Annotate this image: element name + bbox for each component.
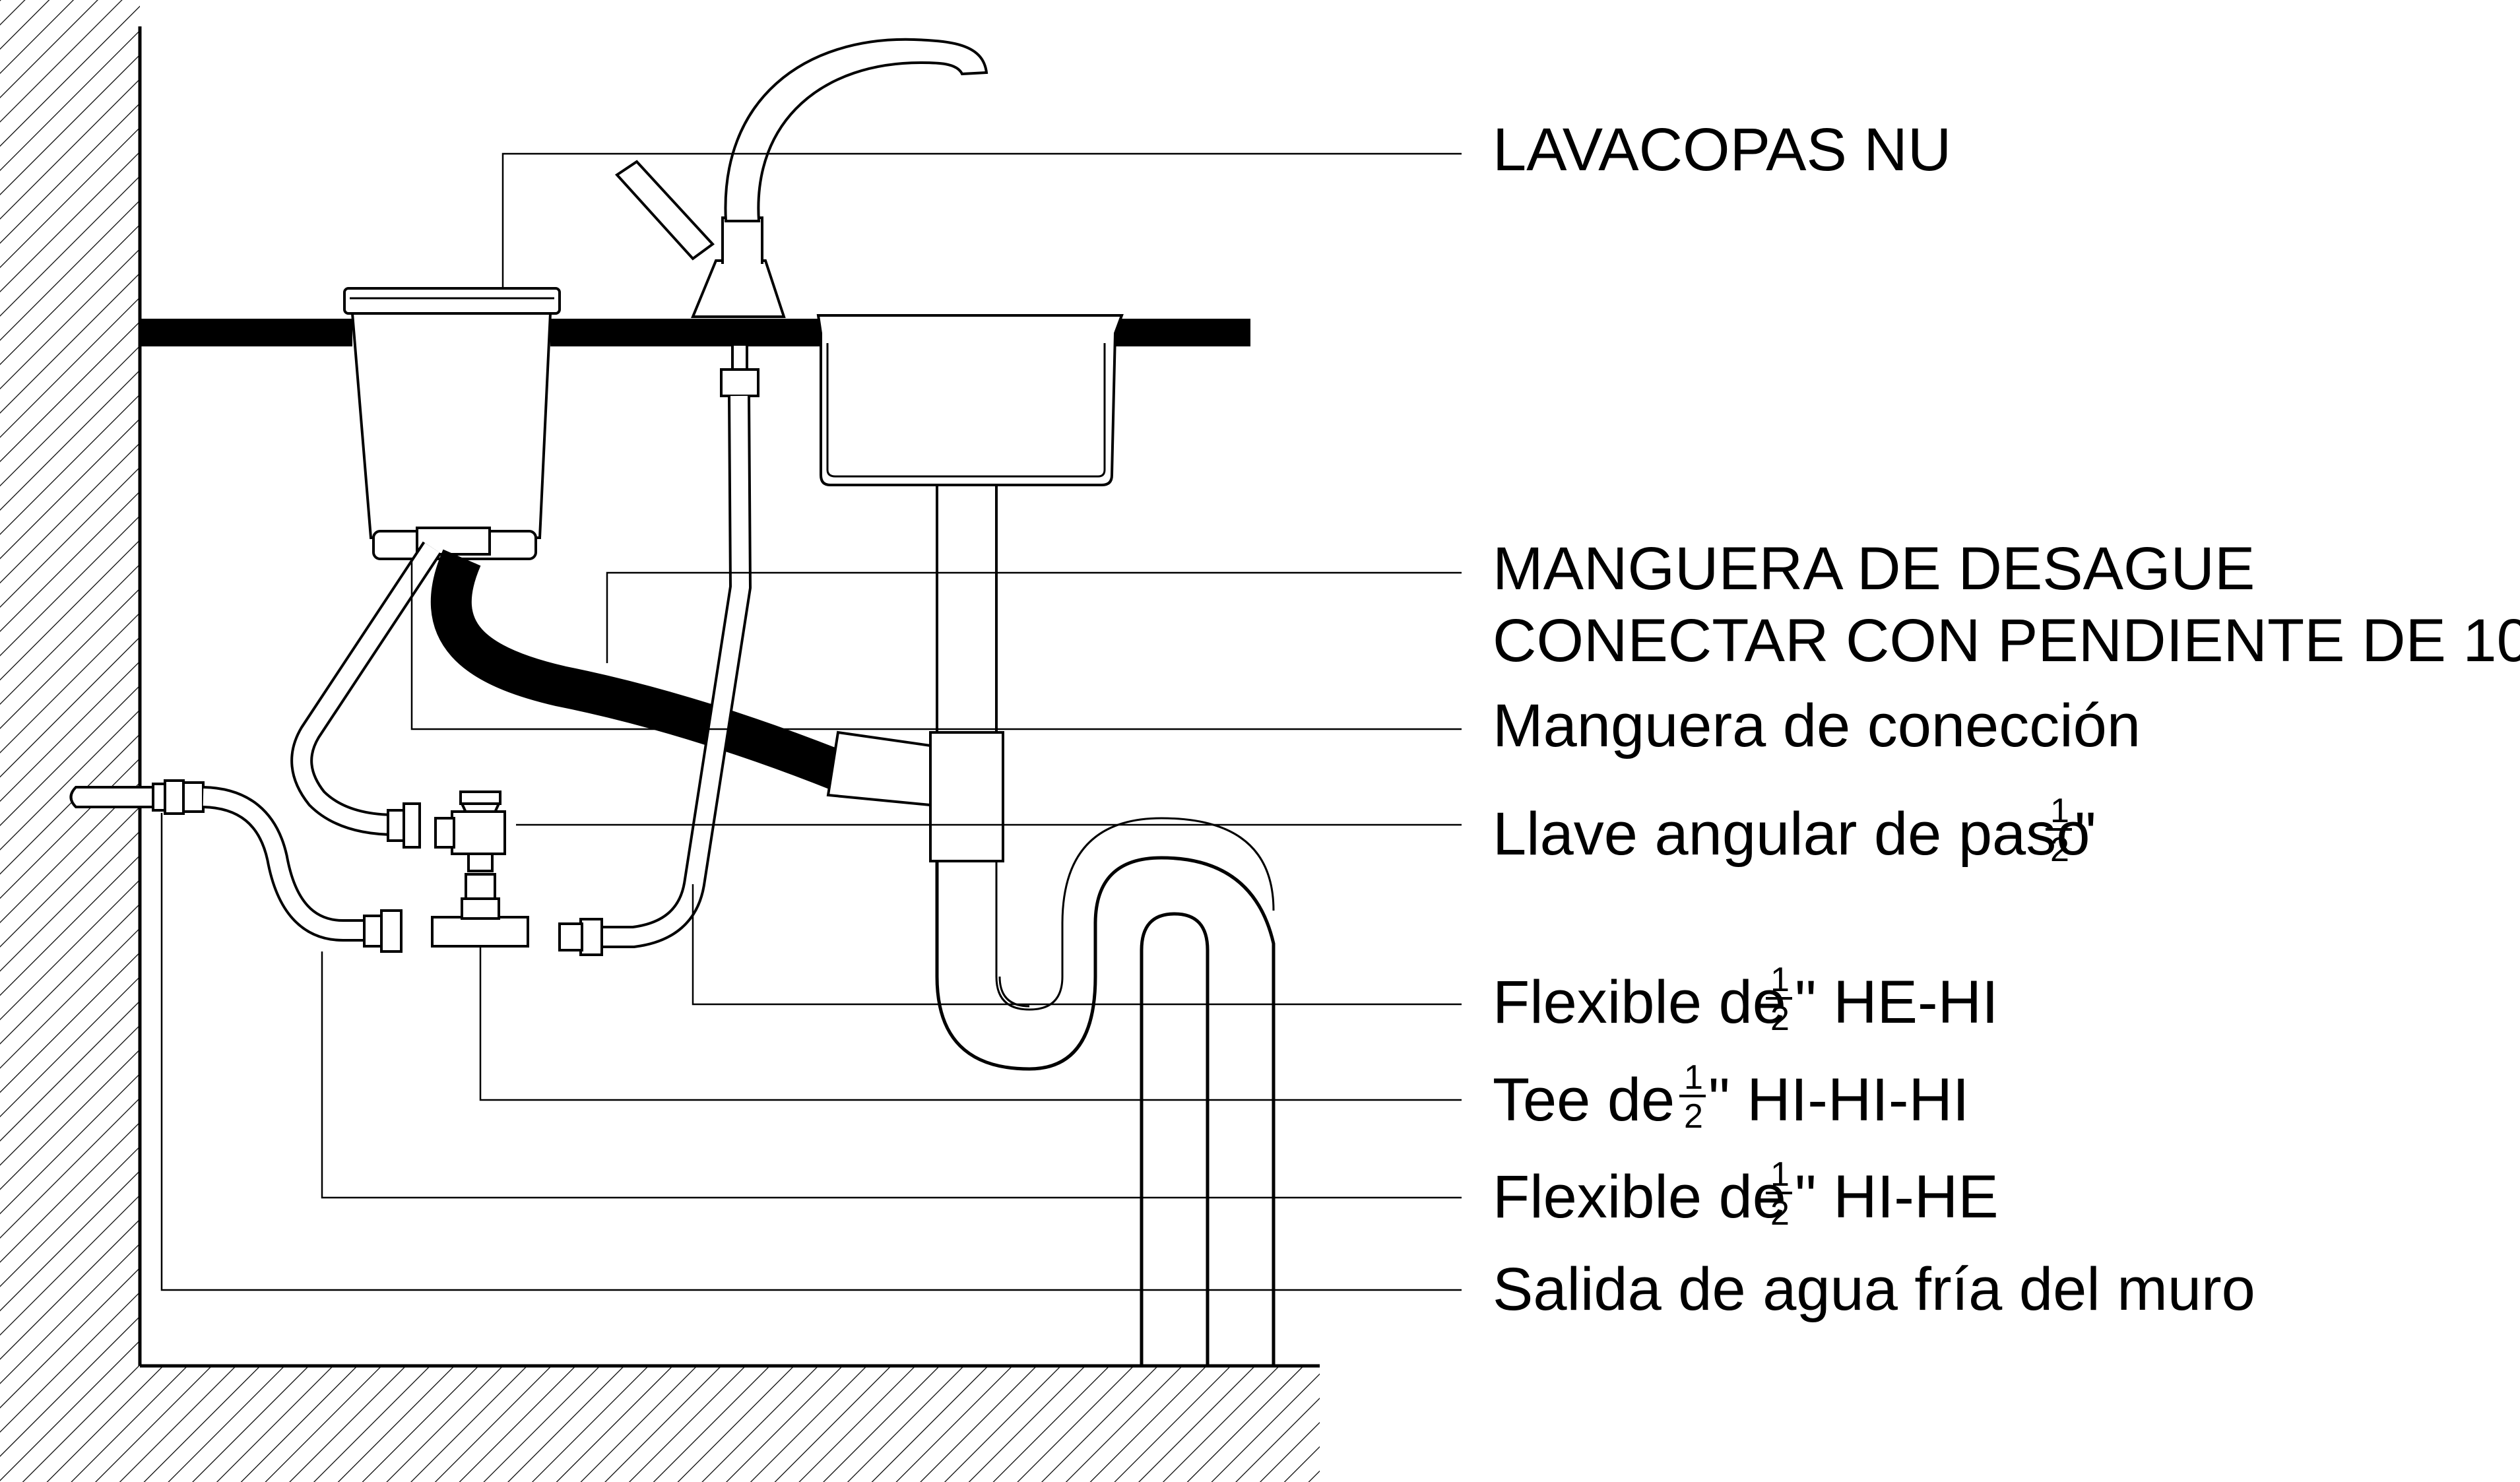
label-tee-text: Tee de [1493, 1066, 1675, 1134]
frac-den: 2 [1770, 1000, 1790, 1038]
label-tee: Tee de 1 2 " HI-HI-HI [1493, 1058, 1970, 1136]
label-flexible-hehi-suffix: " HE-HI [1795, 969, 1999, 1036]
label-manguera-desague: MANGUERA DE DESAGUE [1493, 535, 2255, 602]
frac-num: 1 [2050, 792, 2069, 830]
faucet-flexible-hose [558, 395, 752, 956]
frac-num: 1 [1770, 1155, 1790, 1194]
label-flexible-he-hi: Flexible de 1 2 " HE-HI [1493, 961, 1999, 1038]
floor [0, 1364, 1320, 1482]
frac-den: 2 [2050, 831, 2069, 869]
connection-hose [290, 541, 442, 849]
label-flexible-hihe-suffix: " HI-HE [1795, 1163, 1999, 1231]
drain-trap [929, 484, 1276, 1366]
frac-den: 2 [1684, 1097, 1703, 1136]
leader-lines [160, 152, 1462, 1291]
label-lavacopas: LAVACOPAS NU [1493, 116, 1951, 183]
drain-hose [430, 549, 932, 807]
countertop [140, 319, 1250, 346]
wall-outlet [69, 779, 205, 815]
frac-num: 1 [1684, 1058, 1703, 1097]
tee-fitting [431, 873, 529, 948]
label-flexible-hi-he: Flexible de 1 2 " HI-HE [1493, 1155, 1999, 1233]
lavacopas-unit [343, 287, 561, 560]
label-flexible-hihe-text: Flexible de [1493, 1163, 1786, 1231]
faucet [614, 38, 988, 397]
label-llave-angular: Llave angular de paso 1 2 " [1493, 792, 2096, 869]
label-tee-suffix: " HI-HI-HI [1708, 1066, 1970, 1134]
labels: LAVACOPAS NU MANGUERA DE DESAGUE CONECTA… [1493, 116, 2520, 1323]
label-salida: Salida de agua fría del muro [1493, 1256, 2255, 1323]
label-manguera-conexion: Manguera de conección [1493, 692, 2141, 759]
label-llave-quote: " [2075, 800, 2096, 868]
sink-bowl [816, 314, 1124, 486]
angle-valve [434, 790, 506, 872]
wall [0, 0, 142, 1366]
label-pendiente: CONECTAR CON PENDIENTE DE 10cm [1493, 607, 2520, 674]
label-llave-text: Llave angular de paso [1493, 800, 2090, 868]
flexible-hi-he [203, 786, 403, 953]
frac-den: 2 [1770, 1194, 1790, 1233]
label-flexible-hehi-text: Flexible de [1493, 969, 1786, 1036]
frac-num: 1 [1770, 961, 1790, 999]
